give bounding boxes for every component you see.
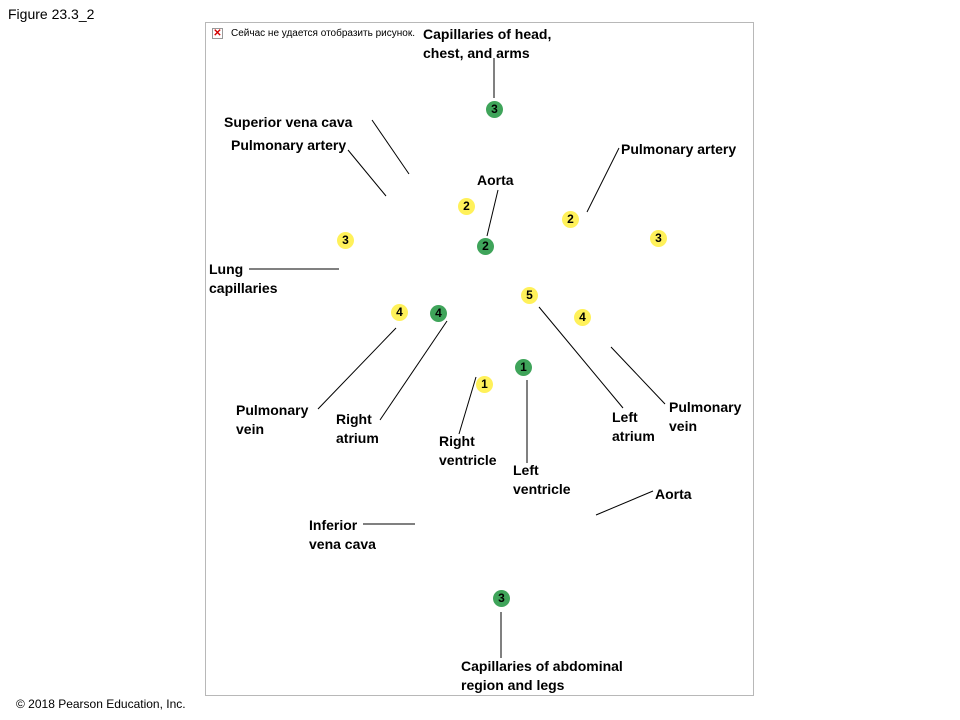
label-inferior-vena-cava: Inferior vena cava bbox=[309, 517, 376, 552]
figure-title: Figure 23.3_2 bbox=[8, 6, 95, 22]
step-badge: 3 bbox=[650, 230, 667, 247]
broken-image-icon: ✕ bbox=[212, 28, 223, 39]
leader-aorta-bottom bbox=[595, 490, 654, 516]
label-left-ventricle: Left ventricle bbox=[513, 462, 571, 497]
label-left-atrium: Left atrium bbox=[612, 409, 655, 444]
label-aorta-top: Aorta bbox=[477, 172, 514, 188]
leader-aorta-top bbox=[486, 189, 499, 237]
leader-pulmonary-artery-right bbox=[586, 147, 620, 213]
label-right-atrium: Right atrium bbox=[336, 411, 379, 446]
label-superior-vena-cava: Superior vena cava bbox=[224, 114, 353, 130]
leader-right-ventricle bbox=[458, 376, 477, 435]
broken-image-placeholder: ✕ Сейчас не удается отобразить рисунок. bbox=[212, 28, 415, 39]
diagram-frame bbox=[205, 22, 754, 696]
label-lung-capillaries: Lung capillaries bbox=[209, 261, 278, 296]
step-badge: 3 bbox=[486, 101, 503, 118]
label-capillaries-abdominal: Capillaries of abdominal region and legs bbox=[461, 658, 623, 693]
label-pulmonary-vein-right: Pulmonary vein bbox=[669, 399, 742, 434]
broken-image-text: Сейчас не удается отобразить рисунок. bbox=[231, 28, 415, 39]
step-badge: 1 bbox=[515, 359, 532, 376]
leader-pulmonary-artery-left bbox=[347, 149, 387, 197]
step-badge: 2 bbox=[562, 211, 579, 228]
step-badge: 3 bbox=[493, 590, 510, 607]
leader-superior-vena-cava bbox=[371, 119, 410, 175]
label-pulmonary-artery-left: Pulmonary artery bbox=[231, 137, 347, 153]
step-badge: 3 bbox=[337, 232, 354, 249]
label-capillaries-head: Capillaries of head, chest, and arms bbox=[423, 26, 552, 61]
step-badge: 4 bbox=[430, 305, 447, 322]
step-badge: 2 bbox=[477, 238, 494, 255]
copyright-notice: © 2018 Pearson Education, Inc. bbox=[16, 697, 186, 711]
leader-right-atrium bbox=[379, 320, 448, 421]
leader-pulmonary-vein-right bbox=[610, 346, 666, 405]
step-badge: 4 bbox=[574, 309, 591, 326]
step-badge: 1 bbox=[476, 376, 493, 393]
label-right-ventricle: Right ventricle bbox=[439, 433, 497, 468]
step-badge: 2 bbox=[458, 198, 475, 215]
label-aorta-bottom: Aorta bbox=[655, 486, 692, 502]
label-pulmonary-artery-right: Pulmonary artery bbox=[621, 141, 737, 157]
leader-left-atrium bbox=[538, 306, 624, 409]
leader-pulmonary-vein-left bbox=[317, 327, 397, 410]
label-pulmonary-vein-left: Pulmonary vein bbox=[236, 402, 309, 437]
step-badge: 4 bbox=[391, 304, 408, 321]
step-badge: 5 bbox=[521, 287, 538, 304]
